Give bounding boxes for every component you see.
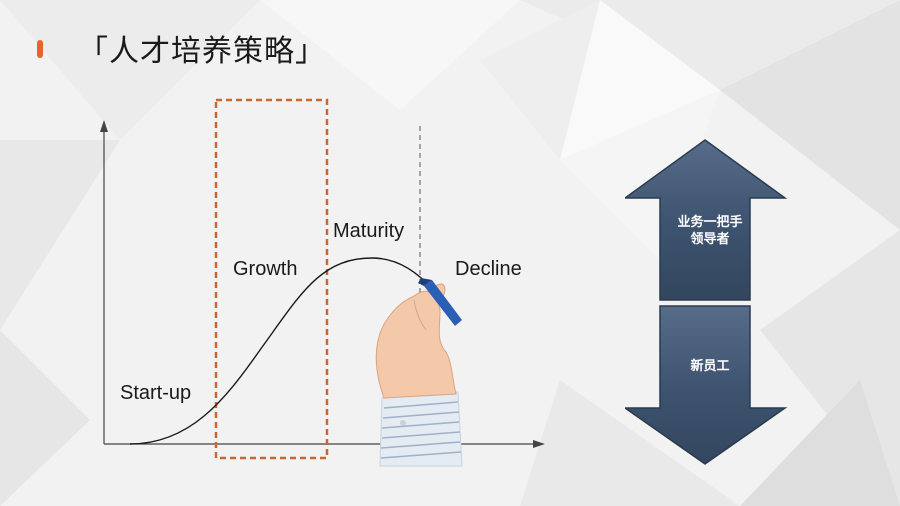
down-arrow bbox=[625, 305, 788, 465]
arrow-bottom-text: 新员工 bbox=[690, 359, 730, 374]
lifecycle-curve bbox=[129, 257, 434, 445]
up-arrow bbox=[625, 139, 788, 301]
arrow-top-line-2: 领导者 bbox=[690, 232, 730, 247]
title-accent-bar bbox=[37, 40, 43, 58]
growth-highlight-box bbox=[214, 98, 329, 460]
stage-label-maturity: Maturity bbox=[333, 220, 405, 242]
arrow-top-line-1: 业务一把手 bbox=[677, 215, 743, 230]
double-arrow bbox=[625, 139, 788, 465]
stage-label-growth: Growth bbox=[233, 258, 298, 280]
y-axis-arrowhead bbox=[100, 120, 108, 132]
stage-label-startup: Start-up bbox=[120, 382, 192, 404]
x-axis-arrowhead bbox=[533, 440, 545, 448]
stage-label-decline: Decline bbox=[455, 258, 522, 280]
slide-title: 「人才培养策略」 bbox=[78, 34, 326, 69]
arrow-top-text: 业务一把手 领导者 bbox=[660, 214, 760, 248]
